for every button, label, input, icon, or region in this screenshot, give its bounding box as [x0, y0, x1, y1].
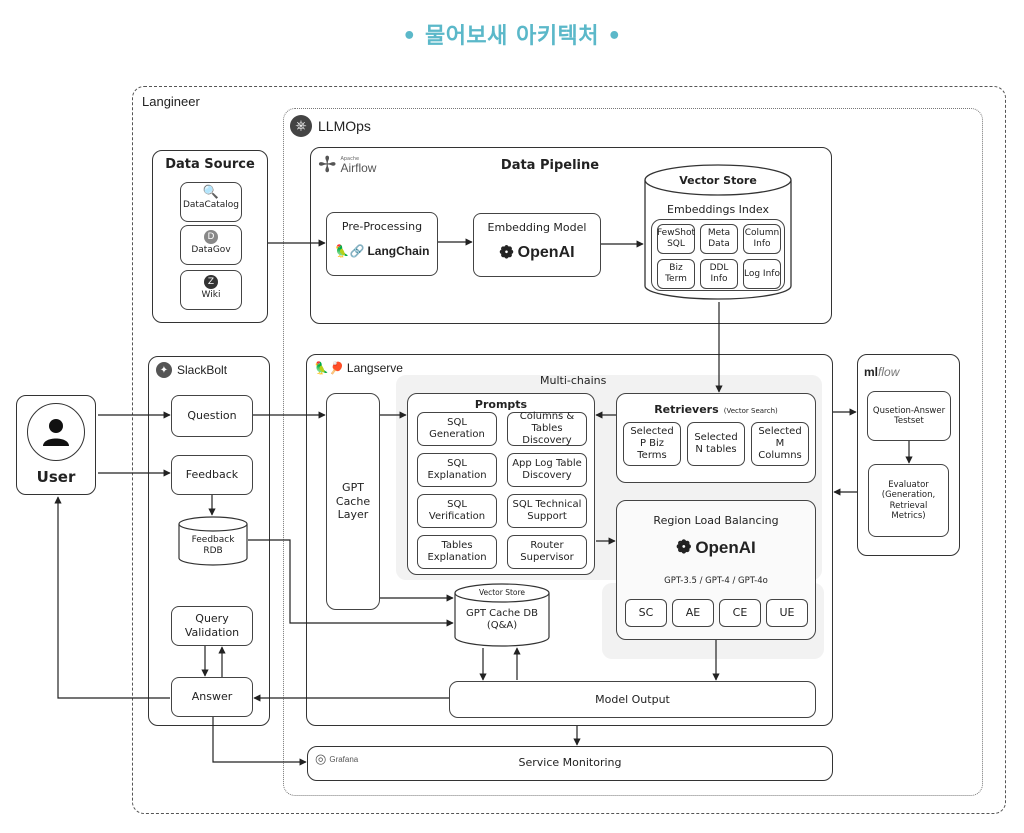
mlflow-logo: mlflow [864, 365, 900, 379]
embeddings-index-grid: FewShot SQL Meta Data Column Info Biz Te… [657, 224, 781, 289]
retriever-item[interactable]: Selected P Biz Terms [623, 422, 681, 466]
slackbolt-icon: ✦ [156, 362, 172, 378]
gpt-cache-layer-box[interactable]: GPT Cache Layer [326, 393, 380, 610]
index-item[interactable]: Biz Term [657, 259, 695, 289]
region-item[interactable]: AE [672, 599, 714, 627]
index-item[interactable]: FewShot SQL [657, 224, 695, 254]
feedback-rdb-label: Feedback RDB [191, 535, 235, 556]
wiki-label: Wiki [201, 290, 221, 300]
datacatalog-item[interactable]: 🔍 DataCatalog [180, 182, 242, 222]
gpt-cache-db-top: Vector Store [478, 588, 526, 597]
region-models-label: GPT-3.5 / GPT-4 / GPT-4o [664, 576, 768, 586]
retrievers-grid: Selected P Biz Terms Selected N tables S… [623, 422, 809, 466]
multichains-title: Multi-chains [540, 374, 607, 387]
openai-icon: ❁ [499, 243, 514, 262]
airflow-logo: ✢ Apache Airflow [318, 153, 376, 178]
prompt-item[interactable]: Tables Explanation [417, 535, 497, 569]
index-item[interactable]: Meta Data [700, 224, 738, 254]
index-item[interactable]: Column Info [743, 224, 781, 254]
prompt-item[interactable]: Columns & Tables Discovery [507, 411, 587, 446]
prompt-item[interactable]: SQL Verification [417, 494, 497, 528]
service-monitoring-label: Service Monitoring [518, 756, 622, 769]
langserve-header: 🦜🏓 Langserve [314, 361, 403, 375]
langserve-icon: 🦜🏓 [314, 361, 344, 375]
datagov-item[interactable]: D DataGov [180, 225, 242, 265]
prompt-item[interactable]: SQL Explanation [417, 453, 497, 487]
datacatalog-label: DataCatalog [182, 200, 240, 210]
embeddings-index-title: Embeddings Index [667, 203, 769, 216]
retriever-item[interactable]: Selected M Columns [751, 422, 809, 466]
wiki-icon: Z [204, 275, 218, 289]
region-item[interactable]: CE [719, 599, 761, 627]
wiki-item[interactable]: Z Wiki [180, 270, 242, 310]
region-lb-title: Region Load Balancing [653, 514, 779, 527]
langineer-label: Langineer [142, 94, 200, 109]
llmops-label: LLMOps [318, 118, 371, 134]
user-avatar-icon [27, 403, 85, 461]
question-box[interactable]: Question [171, 395, 253, 437]
kubernetes-icon: ⎈ [290, 115, 312, 137]
prompt-item[interactable]: Router Supervisor [507, 535, 587, 569]
grafana-icon: ◎ [315, 752, 327, 767]
testset-box[interactable]: Qusetion-Answer Testset [867, 391, 951, 441]
airflow-label: Airflow [340, 161, 377, 175]
datacatalog-icon: 🔍 [202, 185, 220, 200]
openai-icon: ❁ [676, 537, 692, 557]
preprocessing-title: Pre-Processing [341, 220, 423, 233]
model-output-box[interactable]: Model Output [449, 681, 816, 718]
slackbolt-header: ✦ SlackBolt [156, 362, 227, 378]
prompt-item[interactable]: SQL Generation [417, 412, 497, 446]
index-item[interactable]: DDL Info [700, 259, 738, 289]
llmops-header: ⎈ LLMOps [290, 115, 371, 137]
prompts-title: Prompts [474, 398, 528, 411]
retrievers-title: Retrievers (Vector Search) [654, 403, 778, 416]
prompts-grid: SQL Generation Columns & Tables Discover… [417, 411, 589, 569]
prompt-item[interactable]: SQL Technical Support [507, 494, 587, 528]
evaluator-box[interactable]: Evaluator (Generation, Retrieval Metrics… [868, 464, 949, 537]
vector-store-title: Vector Store [679, 174, 757, 187]
user-label: User [36, 468, 76, 486]
embedding-model-box[interactable] [473, 213, 601, 277]
grafana-logo: ◎ Grafana [315, 752, 359, 767]
query-validation-box[interactable]: Query Validation [171, 606, 253, 646]
answer-box[interactable]: Answer [171, 677, 253, 717]
feedback-rdb-cylinder [178, 516, 248, 566]
region-item[interactable]: UE [766, 599, 808, 627]
embedding-model-title: Embedding Model [487, 221, 587, 234]
datagov-label: DataGov [191, 245, 231, 255]
preprocessing-box[interactable] [326, 212, 438, 276]
langchain-brand: 🦜🔗 LangChain [334, 244, 430, 258]
region-item[interactable]: SC [625, 599, 667, 627]
langineer-container [132, 86, 1006, 814]
embedding-openai-brand: ❁ OpenAI [499, 243, 575, 262]
datagov-icon: D [204, 230, 218, 244]
airflow-icon: ✢ [318, 153, 337, 178]
prompt-item[interactable]: App Log Table Discovery [507, 453, 587, 487]
feedback-box[interactable]: Feedback [171, 455, 253, 495]
langchain-icon: 🦜🔗 [334, 244, 365, 258]
page-title: • 물어보새 아키텍처 • [402, 24, 622, 49]
service-monitoring-panel[interactable] [307, 746, 833, 781]
llmops-container [283, 108, 983, 796]
airflow-small-label: Apache [340, 156, 360, 162]
data-source-title: Data Source [165, 157, 255, 172]
retriever-item[interactable]: Selected N tables [687, 422, 745, 466]
gpt-cache-db-cylinder [454, 583, 550, 647]
index-item[interactable]: Log Info [743, 259, 781, 289]
gpt-cache-db-label: GPT Cache DB (Q&A) [466, 608, 538, 631]
region-grid: SC AE CE UE [625, 599, 809, 627]
region-openai-brand: ❁ OpenAI [676, 537, 756, 557]
data-pipeline-title: Data Pipeline [500, 158, 600, 173]
